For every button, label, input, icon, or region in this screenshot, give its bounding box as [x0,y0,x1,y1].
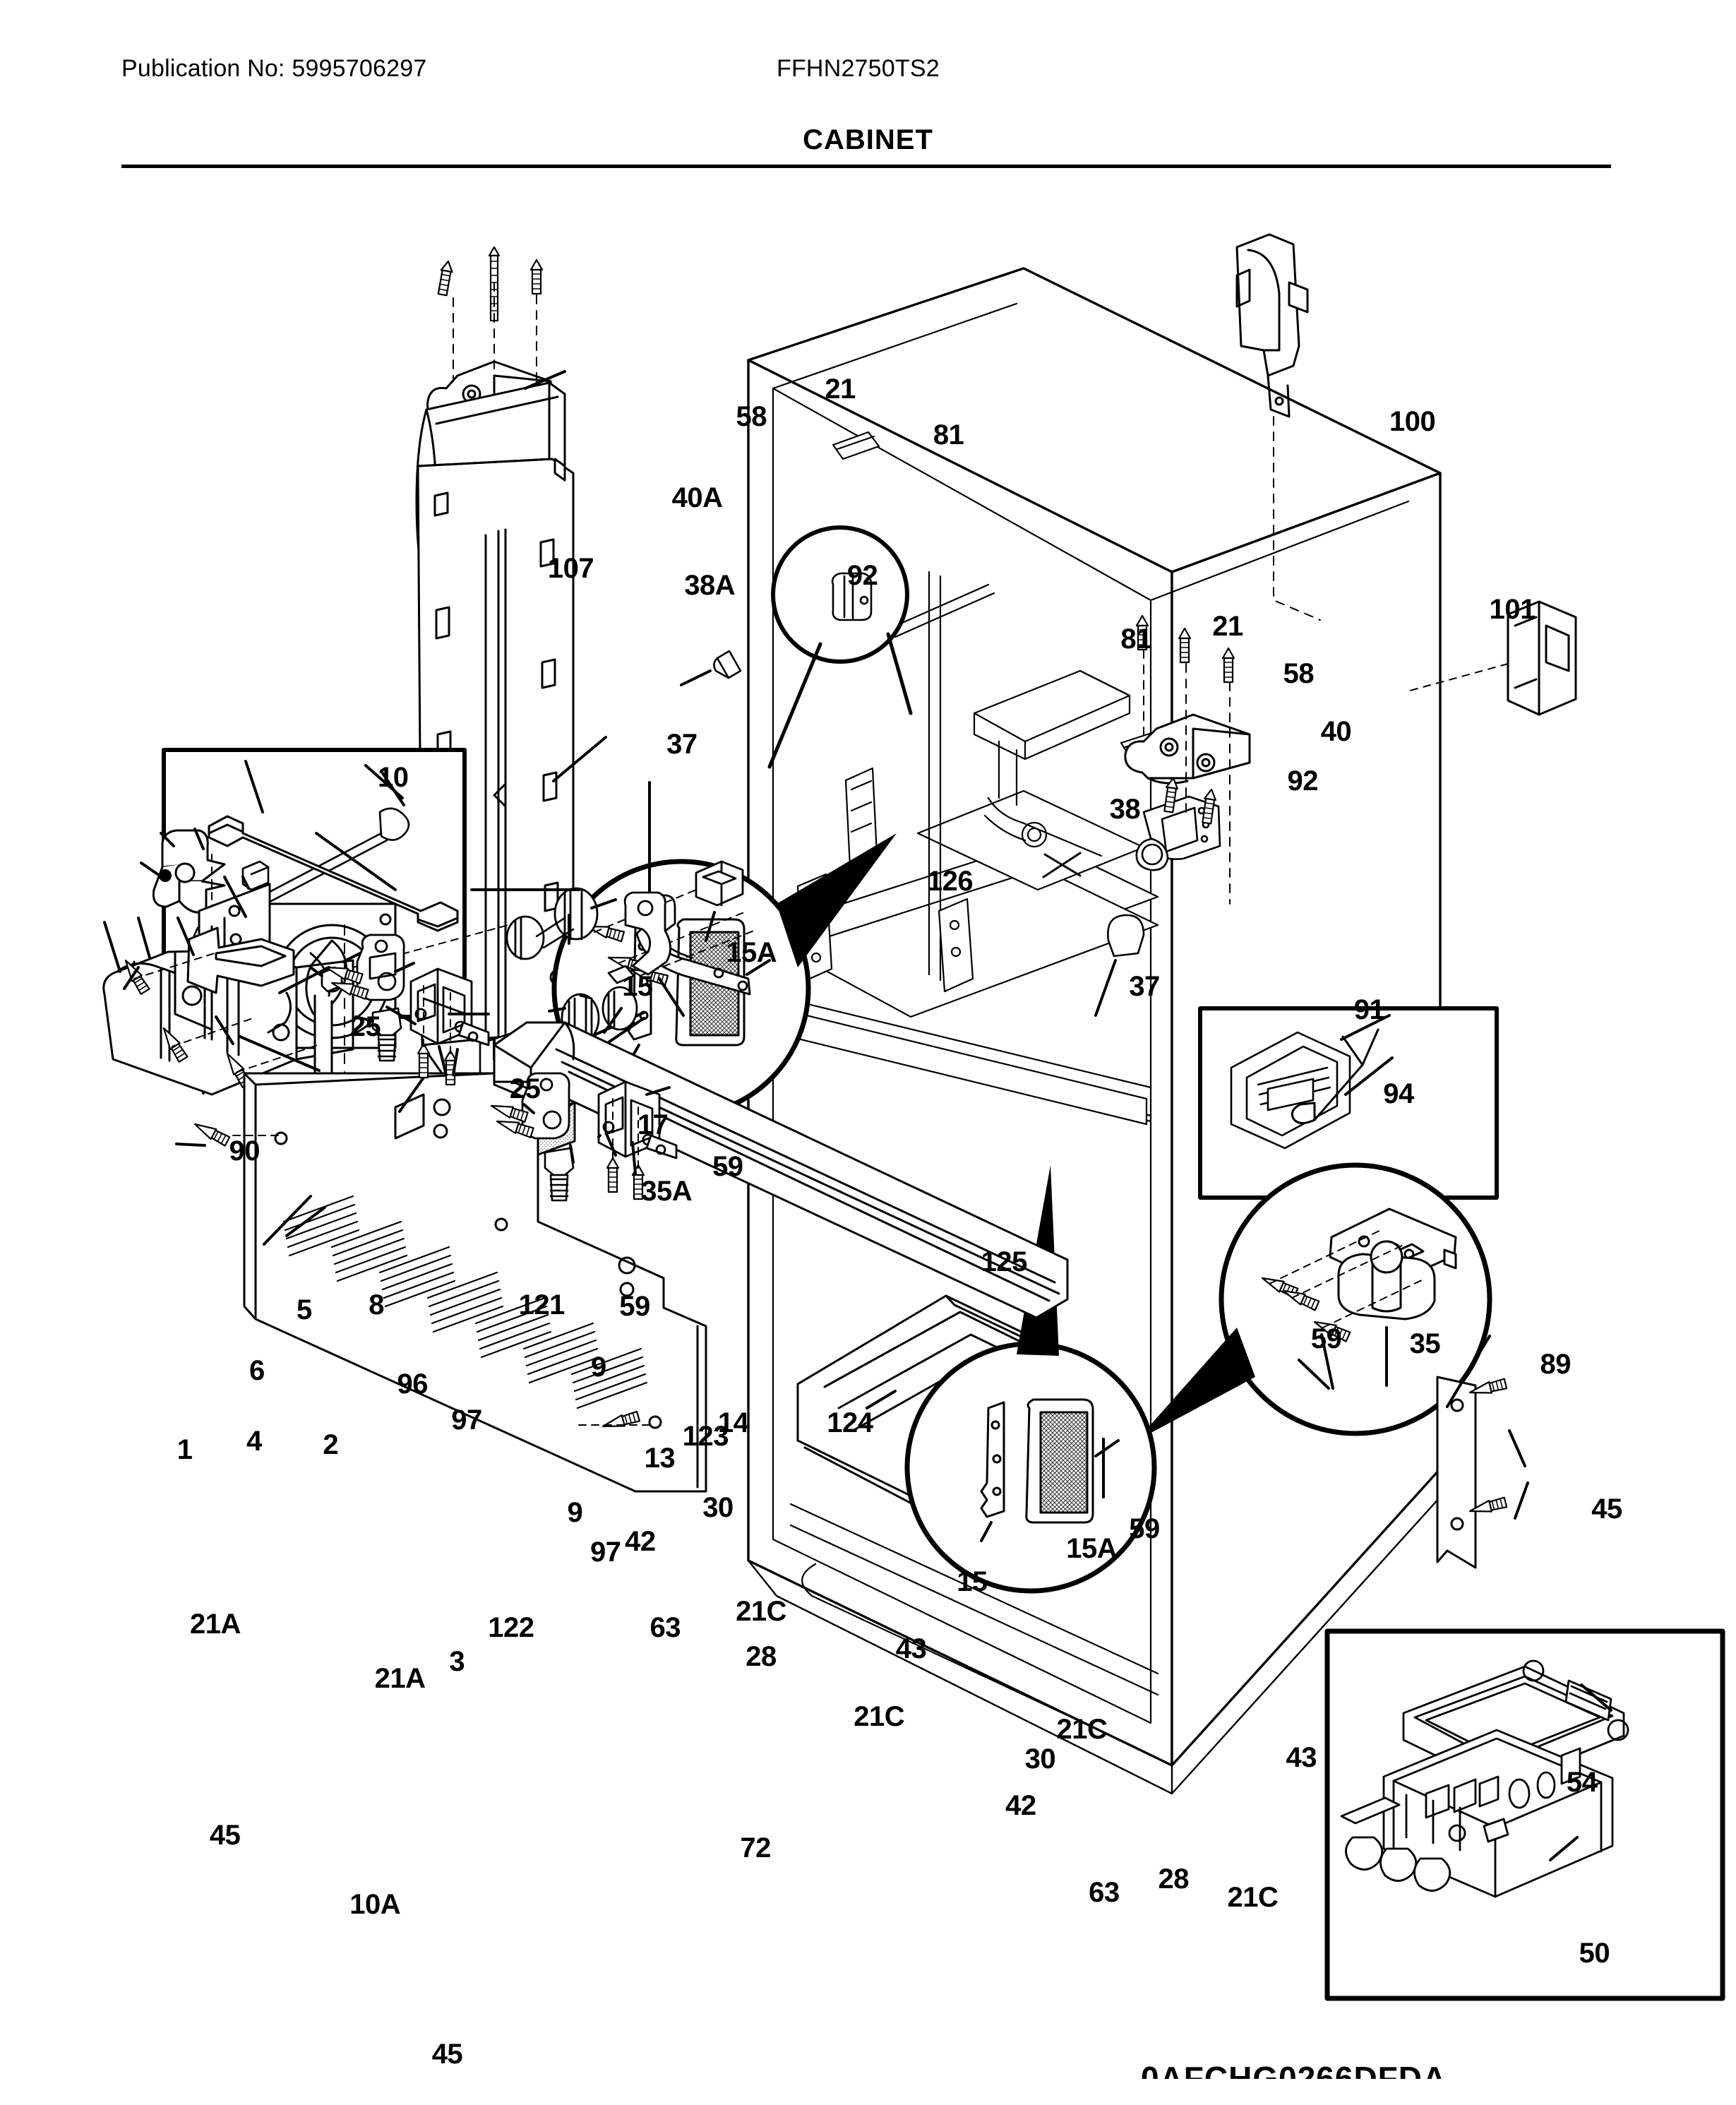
callout-label-45c: 45 [431,2039,463,2070]
callout-label-15A: 15A [726,937,777,969]
callout-label-9a: 9 [590,1351,606,1383]
callout-label-43b: 43 [1286,1742,1317,1774]
callout-label-21Cb: 21C [854,1701,905,1733]
callout-label-124: 124 [827,1407,873,1438]
callout-label-94: 94 [1383,1078,1414,1109]
callout-label-10A: 10A [349,1889,401,1921]
callout-label-72: 72 [740,1832,771,1864]
callout-label-101: 101 [1489,593,1536,625]
callout-label-122: 122 [488,1612,534,1644]
callout-label-9b: 9 [567,1497,583,1529]
callout-label-35A: 35A [641,1176,693,1207]
publication-number: Publication No: 5995706297 [121,55,427,82]
callout-label-90: 90 [229,1135,260,1167]
callout-label-92a: 92 [846,560,878,592]
callout-label-25a: 25 [349,1011,381,1043]
callout-label-59b: 59 [619,1291,650,1323]
callout-label-35: 35 [1409,1328,1441,1359]
callout-label-37b: 37 [1129,970,1160,1002]
callout-label-4: 4 [246,1425,262,1457]
callout-label-6: 6 [249,1355,265,1387]
callout-label-15: 15 [622,970,653,1002]
callout-label-45a: 45 [1591,1493,1622,1525]
callout-label-21Ca: 21C [736,1596,786,1628]
callout-label-100: 100 [1389,405,1436,437]
callout-label-54: 54 [1566,1767,1598,1799]
callout-label-37: 37 [666,728,698,760]
drawing-sheet-code: 0AFCHG0266DFDA [1141,2060,1447,2079]
callout-label-15c: 15 [957,1566,988,1598]
callout-label-92b: 92 [1287,765,1318,797]
callout-label-28b: 28 [1158,1863,1190,1895]
callout-label-13: 13 [644,1443,676,1474]
callout-label-21: 21 [825,374,856,405]
callout-label-96: 96 [397,1368,429,1400]
callout-label-58b: 58 [1283,657,1315,689]
callout-label-14: 14 [717,1407,749,1438]
callout-label-25b: 25 [509,1073,541,1104]
callout-label-21Cd: 21C [1227,1881,1279,1913]
callout-label-97b: 97 [589,1537,621,1568]
callout-label-121: 121 [518,1289,565,1321]
callout-label-38A: 38A [684,570,736,602]
callout-label-5: 5 [296,1294,312,1326]
callout-label-58: 58 [736,400,767,432]
callout-label-43a: 43 [895,1633,927,1664]
page-title: CABINET [803,124,933,155]
callout-label-59a: 59 [712,1151,743,1183]
callout-label-91: 91 [1353,994,1385,1025]
model-number: FFHN2750TS2 [777,55,940,82]
callout-label-59d: 59 [1310,1323,1342,1354]
callout-label-81b: 81 [1120,623,1151,655]
callout-label-28a: 28 [746,1640,777,1672]
callout-label-40A: 40A [671,482,723,514]
callout-label-21Aa: 21A [189,1609,241,1640]
callout-label-40: 40 [1320,716,1352,748]
callout-label-81: 81 [933,419,964,451]
title-divider [121,165,1611,168]
callout-label-2: 2 [323,1429,339,1461]
callout-label-107: 107 [547,552,594,584]
callout-label-30b: 30 [1024,1743,1056,1775]
callout-label-42: 42 [625,1525,656,1557]
callout-label-17: 17 [637,1109,669,1140]
callout-label-15Ac: 15A [1066,1533,1118,1565]
callout-label-45b: 45 [209,1820,241,1851]
callout-label-63b: 63 [1089,1876,1120,1908]
callout-label-123: 123 [682,1420,729,1452]
callout-label-59c: 59 [1129,1513,1160,1545]
diagram-svg [102,233,1725,2001]
callout-label-125: 125 [981,1246,1028,1278]
callout-label-21Ab: 21A [374,1663,426,1695]
callout-label-1: 1 [176,1434,193,1466]
callout-label-42b: 42 [1005,1790,1036,1822]
callout-label-97a: 97 [451,1405,482,1436]
callout-label-50: 50 [1579,1937,1610,1969]
callout-label-38: 38 [1109,794,1141,825]
callout-label-89: 89 [1540,1349,1572,1381]
callout-label-10: 10 [377,761,409,793]
callout-label-21b: 21 [1212,611,1243,643]
callout-label-126: 126 [926,865,974,897]
callout-label-63: 63 [649,1612,681,1644]
callout-label-21Cc: 21C [1056,1713,1108,1745]
callout-label-30: 30 [702,1492,734,1524]
callout-label-3: 3 [449,1645,465,1677]
callout-label-8: 8 [369,1289,384,1321]
